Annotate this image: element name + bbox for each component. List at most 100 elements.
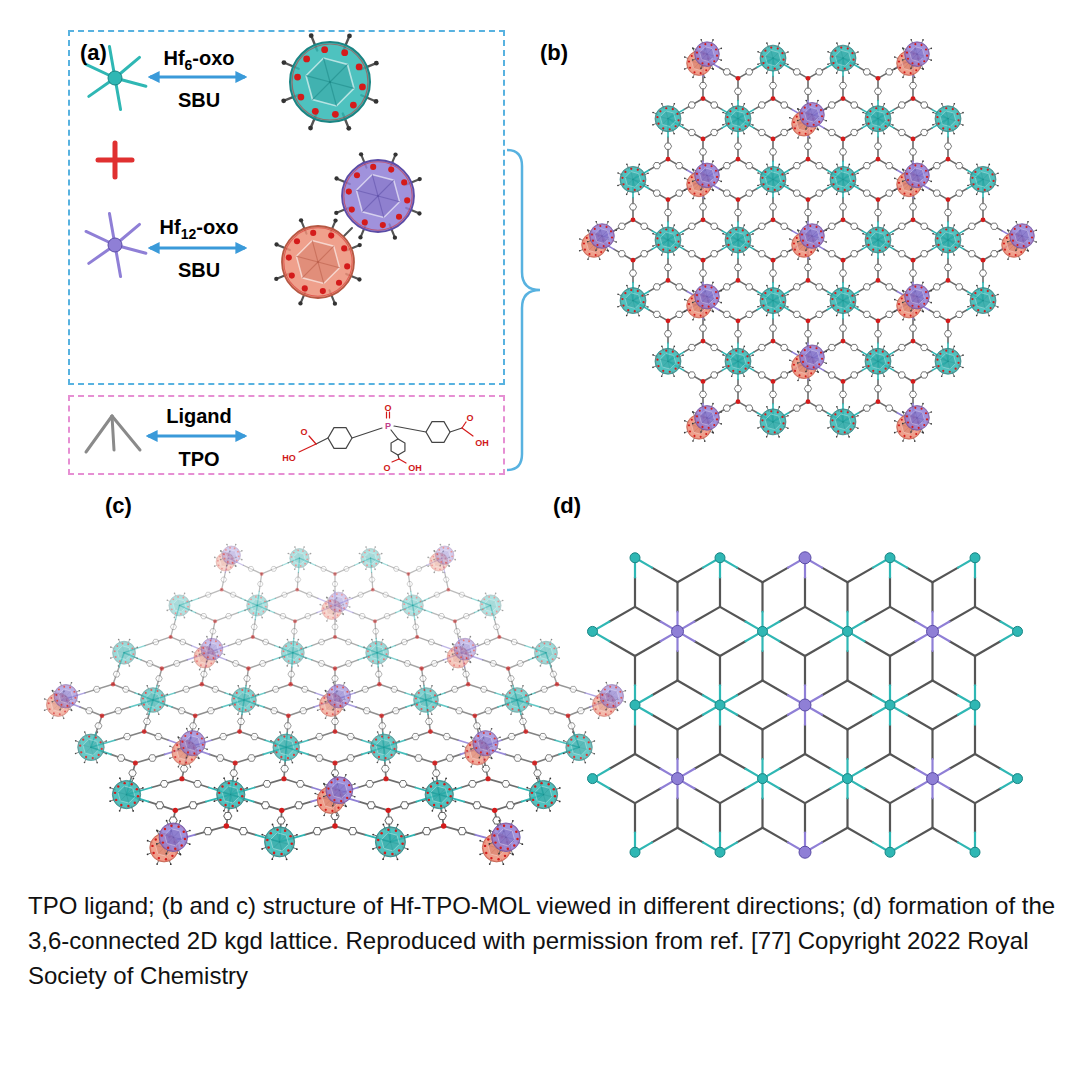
carbon-atom — [848, 315, 850, 317]
oxygen-atom — [591, 233, 593, 235]
oxygen-atom — [689, 188, 691, 190]
oxygen-atom — [882, 351, 884, 353]
oxygen-atom — [781, 173, 783, 175]
carbon-atom — [674, 103, 676, 105]
phosphine-oxide — [876, 157, 881, 162]
oxygen-atom — [767, 309, 769, 311]
oxygen-atom — [630, 168, 632, 170]
carbon-atom — [787, 294, 789, 296]
carbon-atom — [805, 128, 807, 130]
carbon-atom — [692, 290, 694, 292]
phosphine-oxide — [771, 339, 776, 344]
metal-oxo-cluster — [827, 285, 859, 317]
carbon-atom — [757, 51, 759, 53]
oxygen-atom — [742, 351, 744, 353]
carbon-atom — [827, 51, 829, 53]
oxygen-atom — [696, 294, 698, 296]
oxygen-atom — [716, 176, 718, 178]
carbon-atom — [910, 39, 912, 41]
carbon-atom — [817, 128, 819, 130]
benzene-ring — [956, 311, 963, 317]
oxygen-atom — [726, 116, 728, 118]
oxygen-atom — [588, 253, 590, 255]
oxygen-atom — [939, 110, 941, 112]
carbon-atom — [910, 189, 912, 191]
oxygen-atom — [767, 67, 769, 69]
oxygen-atom — [805, 133, 807, 135]
carbon-atom — [894, 56, 896, 58]
carbon-atom — [826, 108, 828, 110]
oxygen-atom — [674, 368, 676, 370]
carbon-atom — [766, 194, 768, 196]
oxygen-atom — [980, 289, 982, 291]
oxygen-atom — [742, 229, 744, 231]
carbon-atom — [797, 380, 799, 382]
carbon-atom — [617, 185, 619, 187]
oxygen-atom — [777, 47, 779, 49]
oxygen-atom — [945, 228, 947, 230]
carbon-atom — [779, 285, 781, 287]
oxygen-atom — [798, 132, 800, 134]
oxygen-atom — [869, 110, 871, 112]
oxygen-atom — [1023, 245, 1025, 247]
oxygen-atom — [866, 237, 868, 239]
benzene-ring — [898, 344, 905, 350]
oxygen-atom — [804, 228, 806, 230]
oxygen-atom — [920, 44, 922, 46]
oxygen-atom — [621, 298, 623, 300]
phosphine-oxide — [911, 339, 916, 344]
oxygen-atom — [872, 248, 874, 250]
carbon-atom — [797, 229, 799, 231]
carbon-atom — [999, 250, 1001, 252]
benzene-ring — [723, 163, 730, 169]
carbon-atom — [836, 194, 838, 196]
carbon-atom — [932, 233, 934, 235]
carbon-atom — [626, 315, 628, 317]
benzene-ring — [828, 129, 835, 135]
carbon-atom — [910, 68, 912, 70]
oxygen-atom — [899, 67, 901, 69]
benzene-ring — [734, 386, 741, 392]
metal-oxo-cluster — [827, 42, 859, 74]
carbon-atom — [731, 375, 733, 377]
oxygen-atom — [882, 229, 884, 231]
carbon-atom — [809, 259, 811, 261]
carbon-atom — [825, 241, 827, 243]
oxygen-atom — [779, 65, 781, 67]
benzene-ring — [758, 223, 765, 229]
carbon-atom — [962, 367, 964, 369]
carbon-atom — [817, 221, 819, 223]
carbon-atom — [652, 367, 654, 369]
carbon-atom — [652, 245, 654, 247]
carbon-atom — [721, 48, 723, 50]
carbon-atom — [825, 362, 827, 364]
carbon-atom — [779, 42, 781, 44]
oxygen-atom — [761, 298, 763, 300]
carbon-atom — [941, 345, 943, 347]
oxygen-atom — [818, 121, 820, 123]
carbon-atom — [892, 124, 894, 126]
carbon-atom — [871, 103, 873, 105]
carbon-atom — [871, 345, 873, 347]
carbon-atom — [922, 189, 924, 191]
benzene-ring — [828, 102, 835, 108]
carbon-atom — [930, 59, 932, 61]
oxygen-atom — [715, 291, 717, 293]
benzene-ring — [863, 163, 870, 169]
oxygen-atom — [764, 292, 766, 294]
benzene-ring — [653, 311, 660, 317]
carbon-atom — [1007, 241, 1009, 243]
oxygen-atom — [804, 349, 806, 351]
carbon-atom — [989, 164, 991, 166]
carbon-atom — [862, 124, 864, 126]
oxygen-atom — [735, 107, 737, 109]
benzene-ring — [968, 251, 975, 257]
oxygen-atom — [727, 123, 729, 125]
oxygen-atom — [899, 188, 901, 190]
carbon-atom — [647, 294, 649, 296]
benzene-ring — [828, 372, 835, 378]
carbon-atom — [626, 194, 628, 196]
benzene-ring — [851, 223, 858, 229]
oxygen-atom — [583, 242, 585, 244]
carbon-atom — [817, 371, 819, 373]
